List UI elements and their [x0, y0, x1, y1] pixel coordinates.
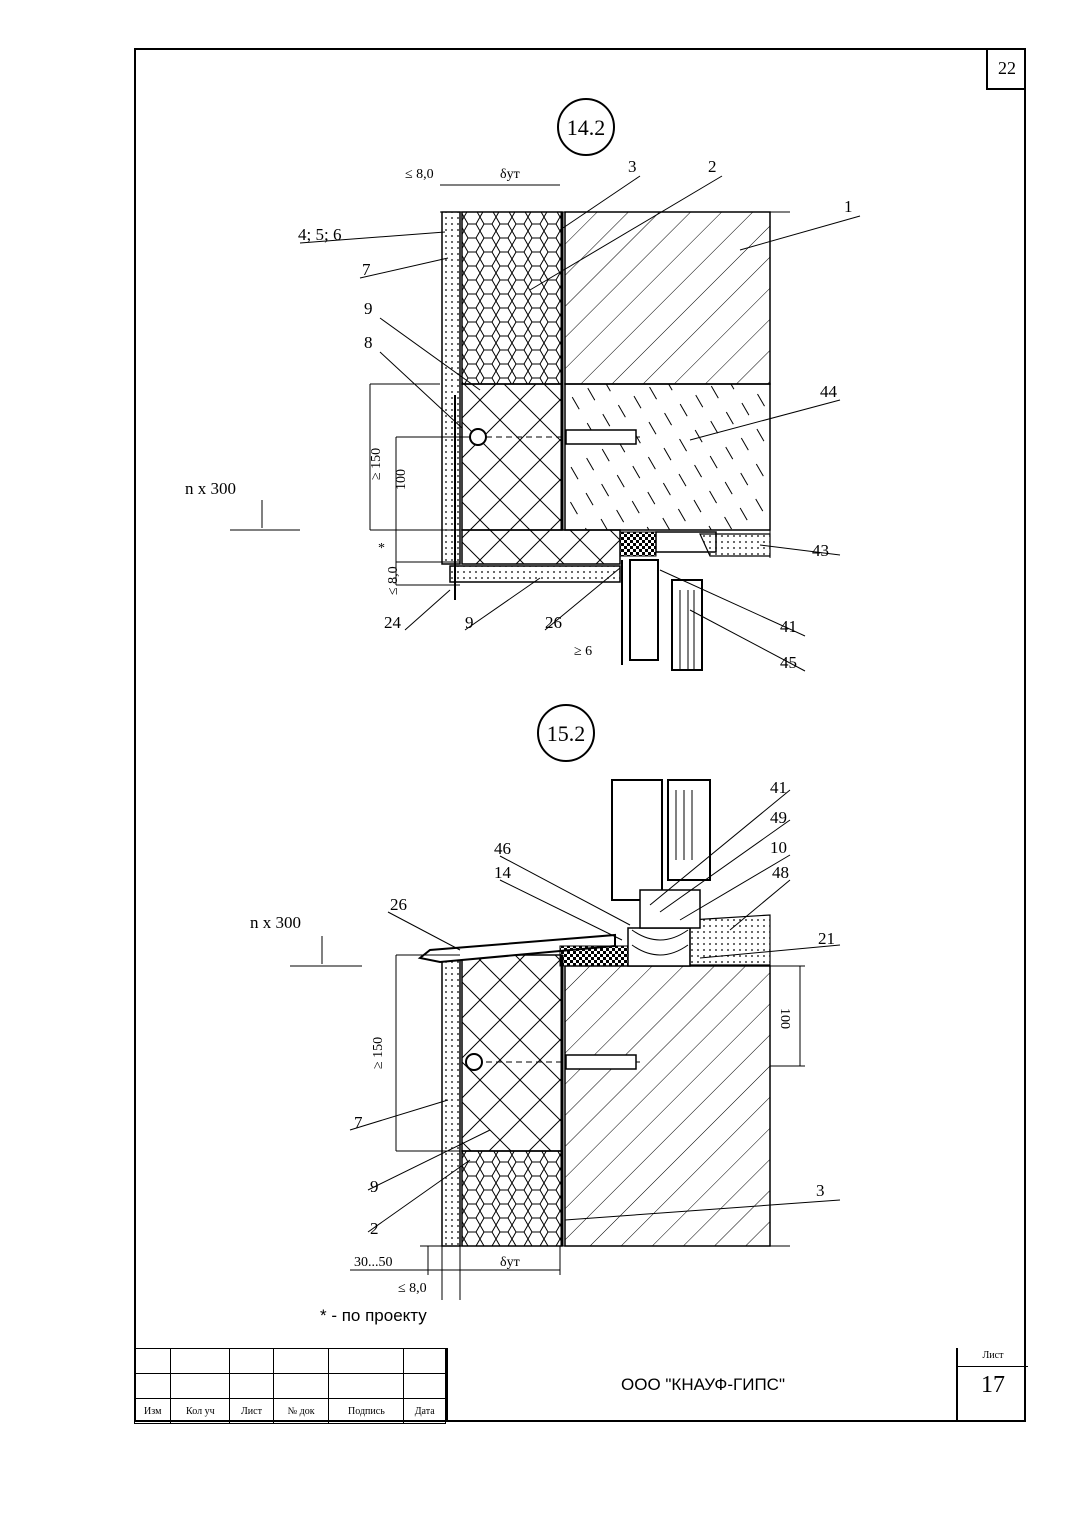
dim-100: 100 [394, 469, 409, 490]
dim-star: * [378, 541, 385, 556]
lintel [564, 383, 771, 531]
stamp-col-3: № док [272, 1398, 330, 1424]
label-9-b: 9 [370, 1177, 379, 1196]
label-n-x-300-bottom: n x 300 [250, 913, 301, 932]
label-43: 43 [812, 541, 829, 560]
insulation-wool [461, 211, 563, 385]
detail-14-2-id: 14.2 [567, 115, 606, 140]
window-sill-flashing [417, 933, 616, 964]
render-layer [441, 211, 461, 565]
detail-15-2: 15.2 [250, 704, 841, 1300]
footnote: * - по проекту [320, 1306, 427, 1325]
label-48: 48 [772, 863, 789, 882]
label-8: 8 [364, 333, 373, 352]
label-2: 2 [708, 157, 717, 176]
dim-30-50: 30...50 [354, 1255, 393, 1270]
fire-barrier-bottom [461, 954, 563, 1152]
sheet-box: Лист 17 [956, 1348, 1028, 1422]
render-layer-bottom [441, 957, 461, 1247]
label-3-b: 3 [816, 1181, 825, 1200]
dim-max8-top: ≤ 8,0 [405, 167, 434, 182]
dim-150: ≥ 150 [369, 448, 384, 480]
fire-barrier-soffit [461, 529, 621, 565]
stamp-col-1: Кол уч [170, 1398, 231, 1424]
stamp-col-0: Изм [133, 1398, 172, 1424]
dim-min6: ≥ 6 [574, 644, 592, 659]
label-45: 45 [780, 653, 797, 672]
fire-barrier [461, 383, 563, 531]
label-3: 3 [628, 157, 637, 176]
dim-delta-ut: δут [500, 167, 520, 182]
label-26: 26 [545, 613, 562, 632]
dim-max8-side: ≤ 8,0 [386, 566, 401, 595]
sheet-number-top: 22 [986, 48, 1026, 90]
label-46: 46 [494, 839, 511, 858]
dim-delta-ut-b: δут [500, 1255, 520, 1270]
detail-15-2-id: 15.2 [547, 721, 586, 746]
dim-100-b: 100 [777, 1008, 792, 1029]
label-24: 24 [384, 613, 402, 632]
label-26-b: 26 [390, 895, 407, 914]
drawing-frame [134, 48, 1026, 1422]
dim-max8-b: ≤ 8,0 [398, 1281, 427, 1296]
wall-masonry-bottom [564, 965, 771, 1247]
label-21: 21 [818, 929, 835, 948]
organization-name: ООО "КНАУФ-ГИПС" [446, 1348, 958, 1422]
stamp-col-5: Дата [403, 1398, 446, 1424]
insulation-wool-bottom [461, 1150, 563, 1247]
stamp-col-2: Лист [229, 1398, 274, 1424]
label-14: 14 [494, 863, 512, 882]
label-n-x-300-top: n x 300 [185, 479, 236, 498]
label-4-5-6: 4; 5; 6 [298, 225, 341, 244]
sheet-number: 17 [981, 1372, 1005, 1398]
sheet-label: Лист [958, 1350, 1028, 1367]
label-41-b: 41 [770, 778, 787, 797]
wall-masonry [564, 211, 771, 385]
detail-14-2: 14.2 [185, 98, 861, 672]
label-7-b: 7 [354, 1113, 363, 1132]
title-block: Изм Кол уч Лист № док Подпись Дата ООО "… [133, 1348, 1028, 1424]
label-41: 41 [780, 617, 797, 636]
stamp-col-4: Подпись [328, 1398, 405, 1424]
soffit-render [449, 565, 621, 583]
label-9-top: 9 [364, 299, 373, 318]
dim-150-b: ≥ 150 [371, 1037, 386, 1069]
label-49: 49 [770, 808, 787, 827]
label-1: 1 [844, 197, 853, 216]
revision-table: Изм Кол уч Лист № док Подпись Дата [133, 1348, 446, 1424]
label-9-bottom: 9 [465, 613, 474, 632]
label-44: 44 [820, 382, 838, 401]
label-2-b: 2 [370, 1219, 379, 1238]
label-10: 10 [770, 838, 787, 857]
label-7: 7 [362, 260, 371, 279]
